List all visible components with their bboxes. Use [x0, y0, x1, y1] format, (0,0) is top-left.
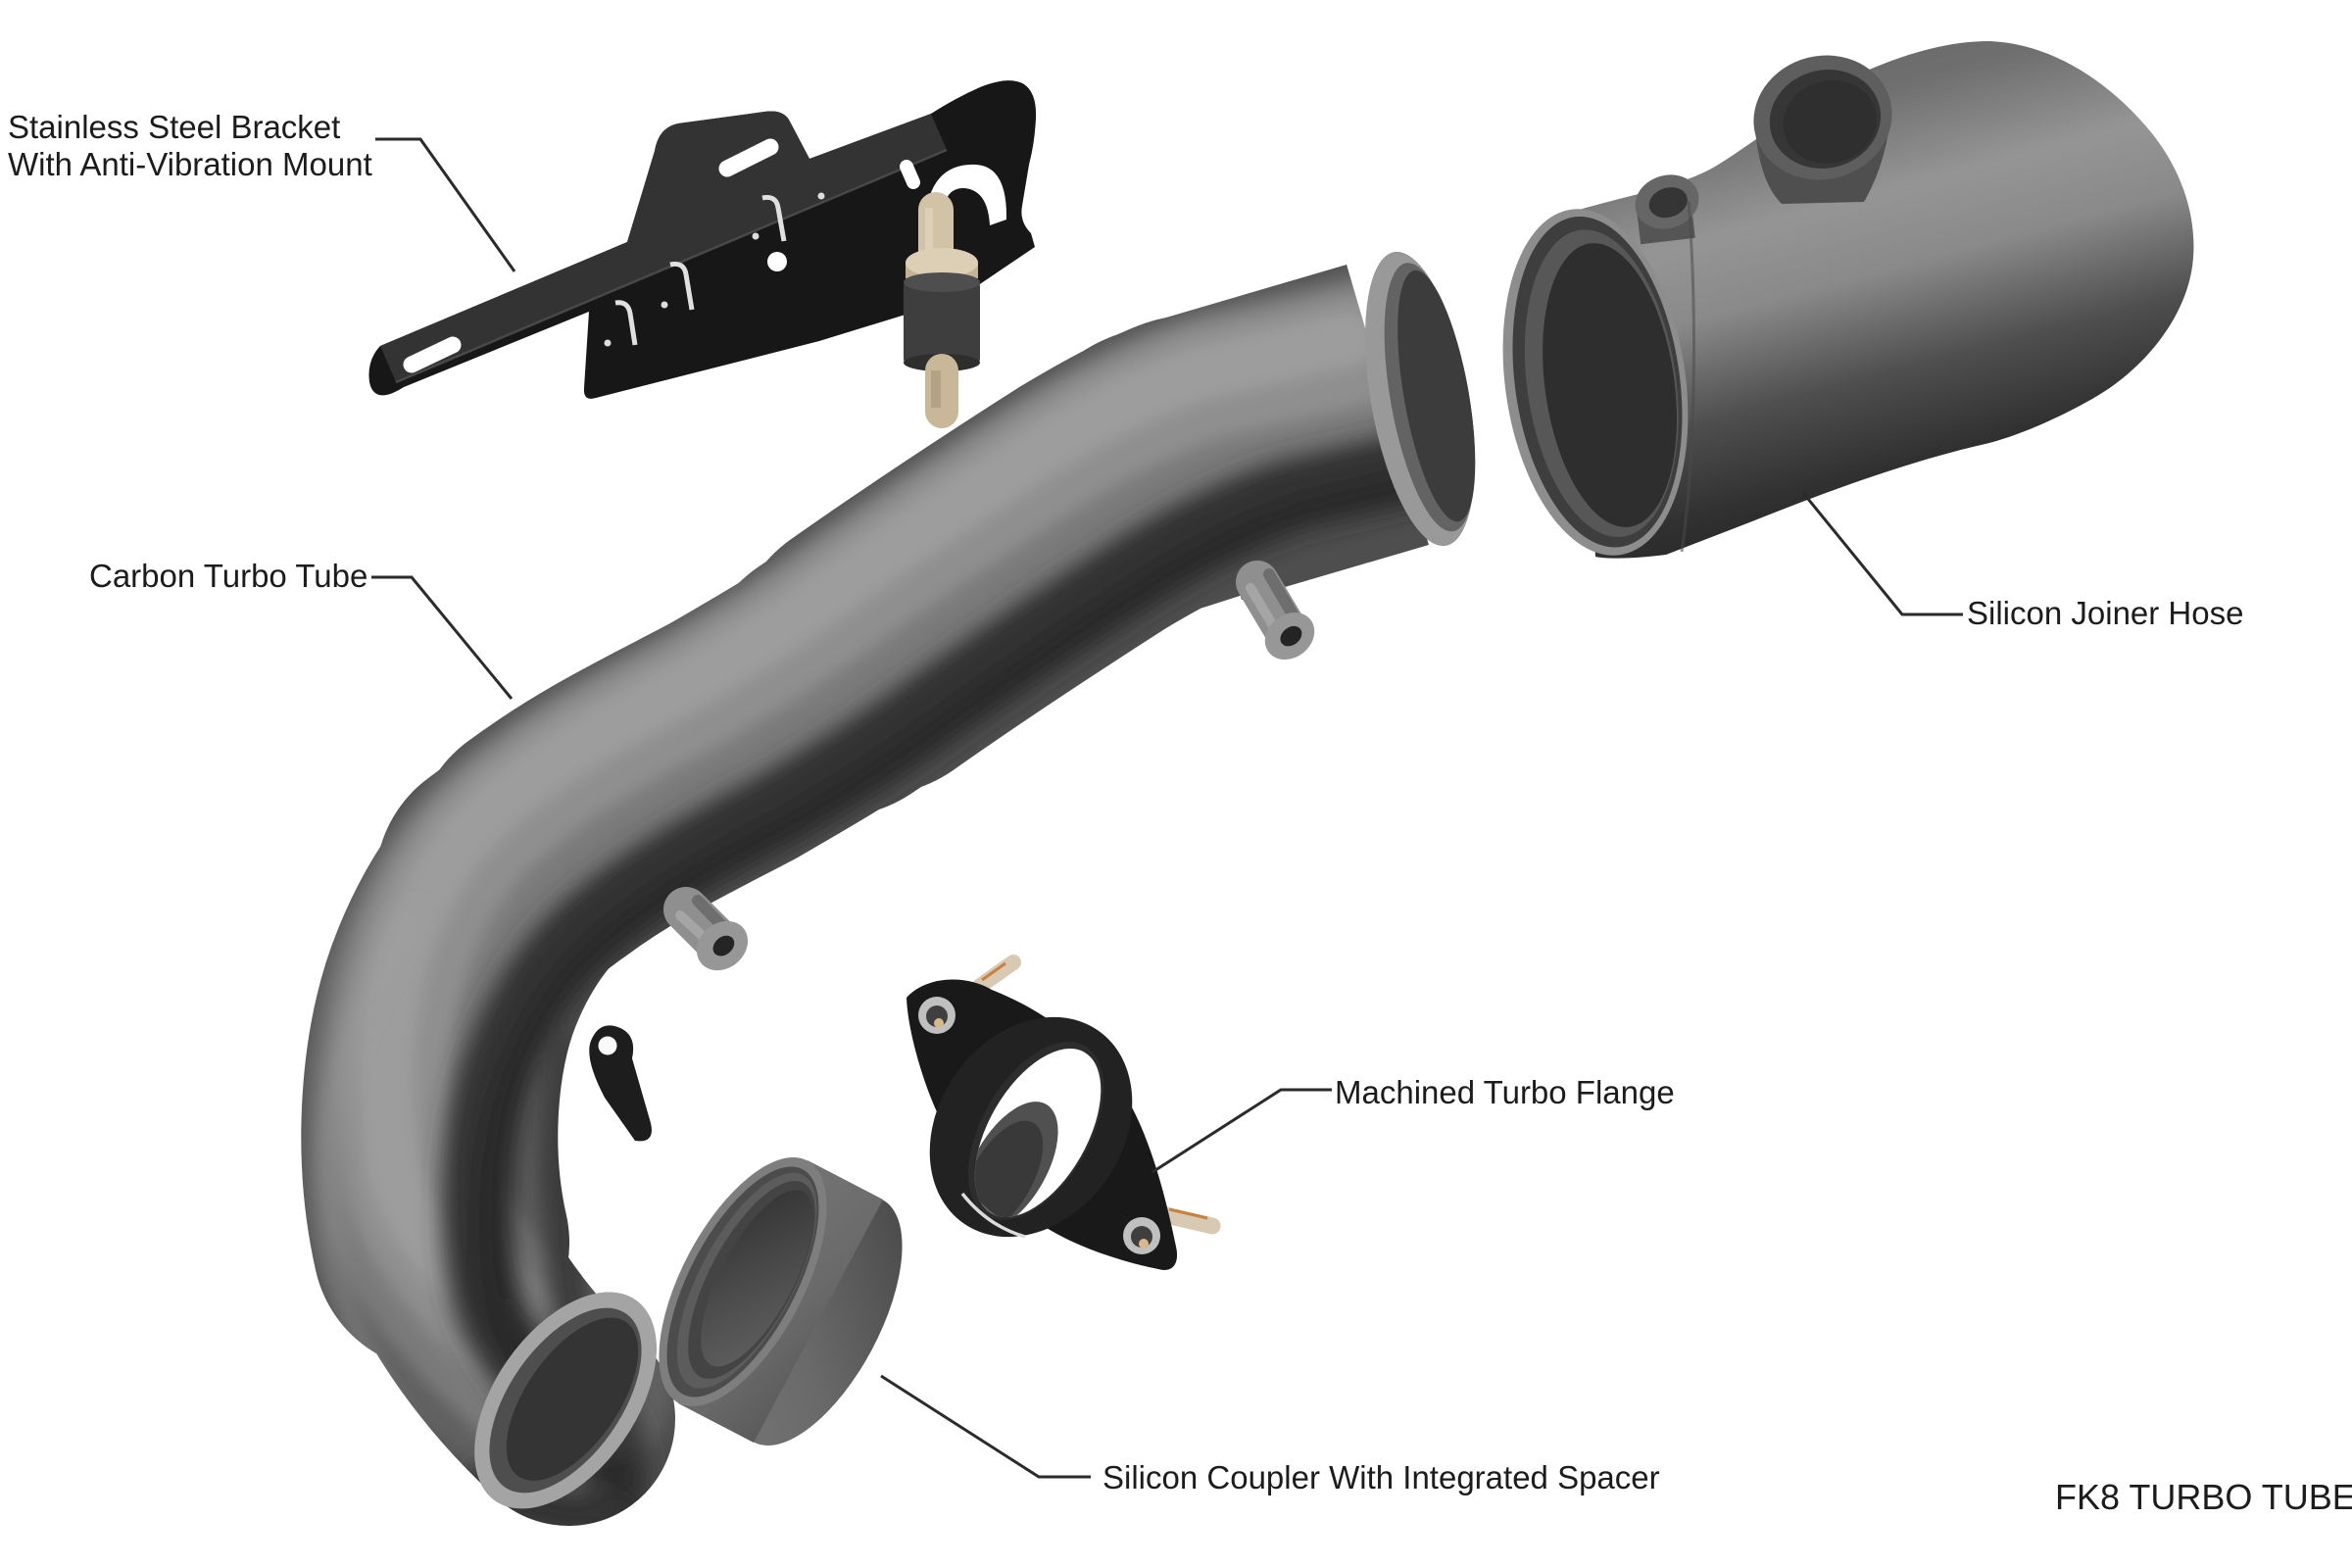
- svg-text:Stainless Steel Bracket: Stainless Steel Bracket: [8, 109, 340, 145]
- svg-text:Carbon Turbo Tube: Carbon Turbo Tube: [89, 558, 368, 594]
- svg-text:Machined Turbo Flange: Machined Turbo Flange: [1335, 1074, 1675, 1110]
- svg-text:With Anti-Vibration Mount: With Anti-Vibration Mount: [8, 146, 372, 182]
- svg-text:Silicon Joiner Hose: Silicon Joiner Hose: [1967, 595, 2243, 631]
- svg-text:FK8 TURBO TUBE: FK8 TURBO TUBE: [2055, 1477, 2352, 1517]
- svg-text:Silicon Coupler With Integrate: Silicon Coupler With Integrated Spacer: [1102, 1459, 1660, 1495]
